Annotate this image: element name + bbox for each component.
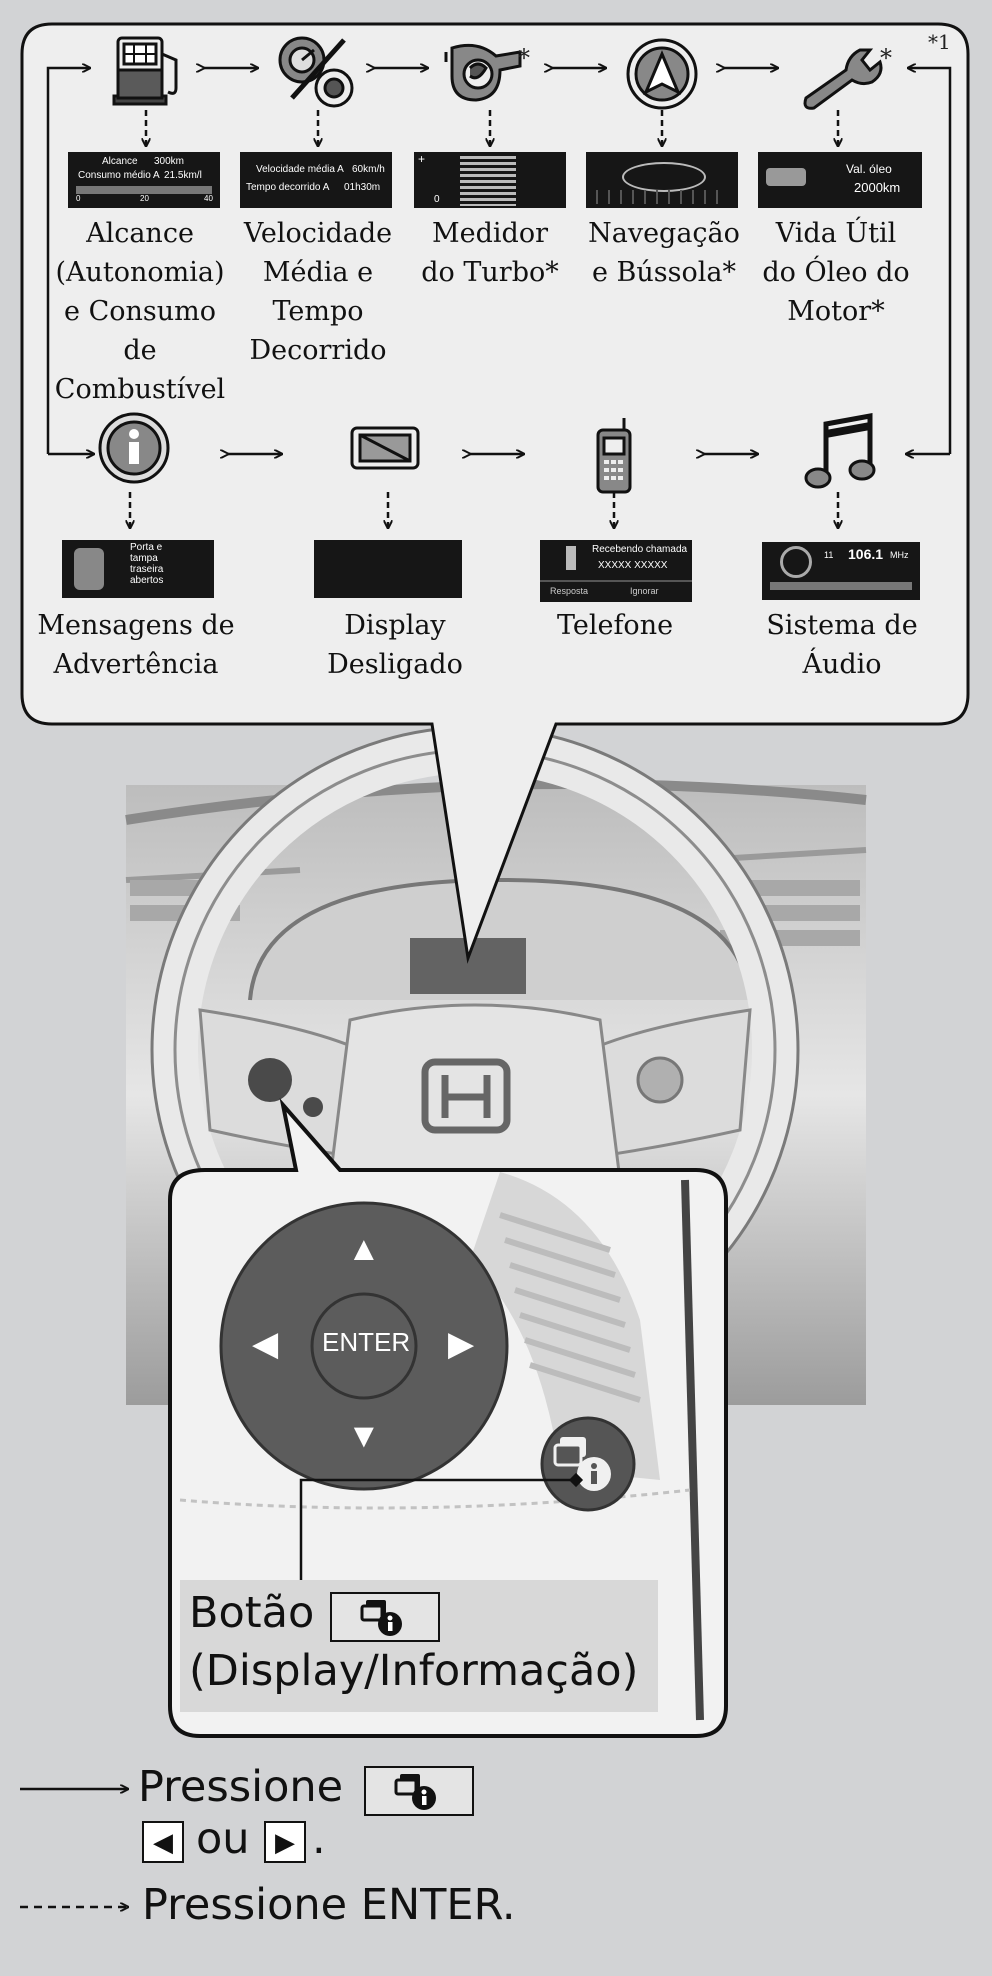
phone-icon <box>596 418 632 494</box>
label-oil-life: Vida Útil do Óleo do Motor* <box>762 218 910 327</box>
compass-icon <box>626 38 698 110</box>
fuel-pump-icon <box>112 36 178 106</box>
turbo-bars <box>460 156 516 206</box>
warning-messages-display: Porta e tampa traseira abertos <box>62 540 214 598</box>
turbo-icon <box>444 43 522 102</box>
range-label: Alcance <box>102 156 138 167</box>
music-note-icon <box>804 413 876 489</box>
down-arrow-button[interactable]: ▼ <box>347 1417 381 1455</box>
dashed-down-arrows <box>130 110 838 528</box>
tuner-bar <box>770 582 912 590</box>
phone-divider <box>540 580 692 582</box>
avg-speed-label: Velocidade média A <box>256 164 344 175</box>
legend-solid-text: Pressione <box>138 1762 344 1812</box>
button-caption: Botão (Display/Informação) <box>180 1580 658 1712</box>
legend-or-text: ou <box>196 1814 250 1864</box>
legend-dashed-text: Pressione ENTER. <box>142 1880 516 1930</box>
elapsed-time-label: Tempo decorrido A <box>246 182 330 193</box>
enter-button-ring[interactable] <box>310 1292 418 1400</box>
legend-display-info-icon <box>394 1774 436 1810</box>
compass-ring <box>622 162 706 192</box>
turbo-asterisk: * <box>518 44 530 72</box>
legend-period: . <box>312 1814 326 1864</box>
enter-button[interactable]: ENTER <box>322 1327 411 1357</box>
turbo-gauge-display: + 0 <box>414 152 566 208</box>
legend-right-key: ▶ <box>264 1821 306 1863</box>
caption-line-1: Botão <box>189 1588 315 1638</box>
scale-40: 40 <box>204 194 213 203</box>
oil-life-value: 2000km <box>854 180 901 195</box>
answer-label: Resposta <box>550 586 589 596</box>
button-leader-line <box>299 1478 576 1580</box>
loop-arrows <box>46 68 952 454</box>
scale-0: 0 <box>76 194 81 203</box>
info-icon <box>98 412 170 484</box>
label-warning-messages: Mensagens de Advertência <box>37 610 235 680</box>
speed-time-icon <box>278 36 354 108</box>
zoom-background <box>179 1172 704 1721</box>
left-arrow-button[interactable]: ◀ <box>252 1325 279 1363</box>
screens-panel <box>20 22 970 964</box>
up-arrow-button[interactable]: ▲ <box>347 1230 381 1268</box>
audio-display: 11 106.1 MHz <box>762 542 920 600</box>
frequency-value: 106.1 <box>848 546 884 562</box>
radio-dial <box>780 546 812 578</box>
label-navigation: Navegação e Bússola* <box>588 218 740 288</box>
navigation-compass-display <box>586 152 738 208</box>
preset-number: 11 <box>824 550 834 560</box>
label-turbo: Medidor do Turbo* <box>421 218 559 288</box>
consumption-value: 21.5km/l <box>164 170 202 181</box>
oil-can <box>766 168 806 186</box>
compass-grid <box>596 190 728 204</box>
range-value: 300km <box>154 156 185 167</box>
label-range-consumption: Alcance (Autonomia) e Consumo de Combust… <box>54 218 226 405</box>
right-arrow-button[interactable]: ▶ <box>448 1325 475 1363</box>
label-display-off: Display Desligado <box>327 610 463 680</box>
caption-button-box <box>330 1592 440 1642</box>
display-off-icon <box>350 426 420 470</box>
caption-line-2: (Display/Informação) <box>189 1646 639 1696</box>
frequency-unit: MHz <box>890 550 909 560</box>
warning-text: Porta e tampa traseira abertos <box>130 542 164 586</box>
consumption-bar <box>76 186 212 194</box>
display-info-glyph <box>553 1437 611 1491</box>
footnote-mark: *1 <box>928 30 951 54</box>
ignore-label: Ignorar <box>630 586 659 596</box>
wrench-icon <box>803 48 883 110</box>
legend-button-box <box>364 1766 474 1816</box>
turbo-plus: + <box>418 152 426 166</box>
turbo-zero: 0 <box>434 194 440 205</box>
label-avg-speed-time: Velocidade Média e Tempo Decorrido <box>243 218 393 366</box>
display-info-small-icon <box>360 1600 402 1636</box>
display-off-screen <box>314 540 462 598</box>
car-outline <box>74 548 104 590</box>
oil-life-label: Val. óleo <box>846 162 892 176</box>
consumption-label: Consumo médio A <box>78 170 160 181</box>
legend-left-key: ◀ <box>142 1821 184 1863</box>
elapsed-time-value: 01h30m <box>344 182 381 193</box>
scale-20: 20 <box>140 194 149 203</box>
caller-id: XXXXX XXXXX <box>598 560 668 571</box>
avg-speed-value: 60km/h <box>352 164 385 175</box>
incoming-call-label: Recebendo chamada <box>592 544 688 555</box>
range-consumption-display: Alcance 300km Consumo médio A 21.5km/l 0… <box>68 152 220 208</box>
oil-life-display: Val. óleo 2000km <box>758 152 922 208</box>
label-audio: Sistema de Áudio <box>766 610 918 680</box>
phone-glyph <box>566 546 576 570</box>
oil-asterisk: * <box>880 44 892 72</box>
phone-display: Recebendo chamada XXXXX XXXXX Resposta I… <box>540 540 692 602</box>
label-phone: Telefone <box>556 610 674 641</box>
avg-speed-time-display: Velocidade média A 60km/h Tempo decorrid… <box>240 152 392 208</box>
